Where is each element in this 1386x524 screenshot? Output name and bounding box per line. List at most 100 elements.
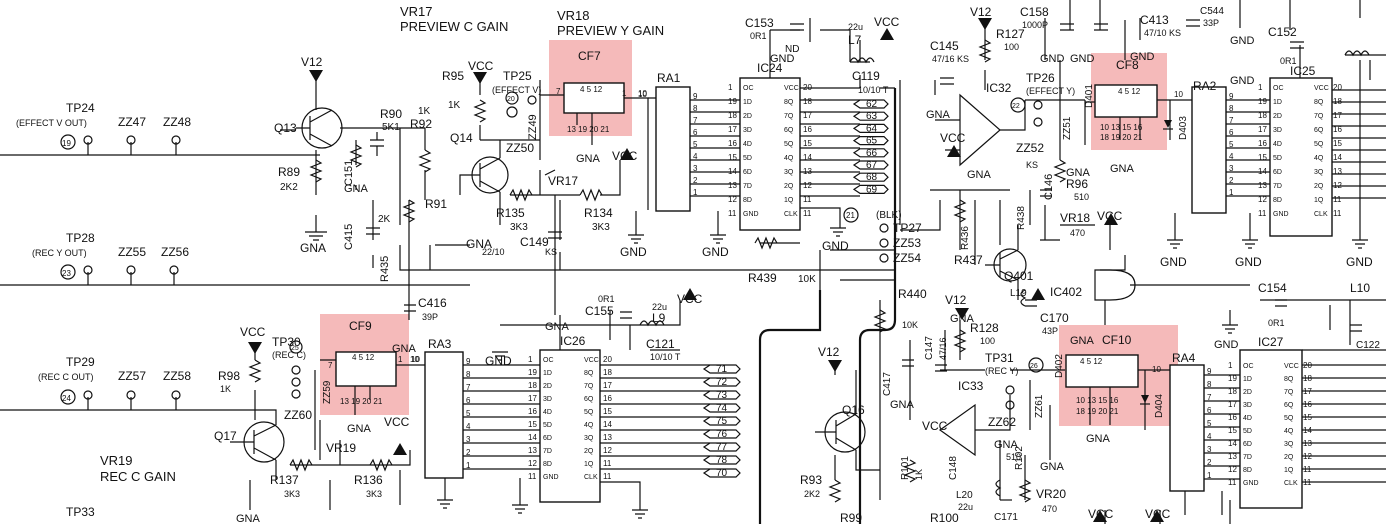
zz52-label: ZZ52 bbox=[1016, 141, 1044, 155]
bus-connector bbox=[702, 468, 741, 478]
bus-label: 67 bbox=[866, 160, 878, 171]
r92-value: 1K bbox=[418, 106, 431, 117]
vcc-label-3: VCC bbox=[874, 15, 900, 29]
ic-pin-number: 14 bbox=[528, 433, 537, 442]
ic-pin-name: 4Q bbox=[1284, 428, 1294, 435]
cf10-pins-bot2: 10 13 15 16 bbox=[1076, 396, 1119, 405]
resistors bbox=[248, 39, 1067, 503]
ic-pin-name: 5D bbox=[1273, 155, 1282, 162]
ic-pin-number: 1 bbox=[1258, 83, 1263, 92]
vcc-label-7: VCC bbox=[384, 415, 410, 429]
ic-pin-number: 18 bbox=[803, 97, 812, 106]
ic-pin-name: 4D bbox=[543, 409, 552, 416]
ic-pin-name: 1Q bbox=[1314, 197, 1324, 204]
ra-pin-number: 3 bbox=[693, 164, 698, 173]
vr19-desc: REC C GAIN bbox=[100, 469, 176, 484]
cf10-pins-bot3: 18 19 20 21 bbox=[1076, 407, 1119, 416]
test-points bbox=[60, 91, 1044, 410]
bus-connector bbox=[702, 390, 741, 400]
gnd-label-13: GND bbox=[485, 354, 512, 368]
tp24-label: TP24 bbox=[66, 101, 95, 115]
vcc-label-10: VCC bbox=[1088, 507, 1114, 521]
ic-pin-number: 15 bbox=[603, 407, 612, 416]
ic-pin-number: 18 bbox=[528, 381, 537, 390]
gnd-label-4: GND bbox=[822, 239, 849, 253]
c413-value: 47/10 KS bbox=[1144, 28, 1181, 38]
ic-pin-name: CLK bbox=[784, 211, 798, 218]
r439-label: R439 bbox=[748, 271, 777, 285]
vcc-label-2: VCC bbox=[612, 149, 638, 163]
vcc-label-6: VCC bbox=[240, 325, 266, 339]
zz48-label: ZZ48 bbox=[163, 115, 191, 129]
ra-out-pin: 10 bbox=[411, 355, 420, 364]
ic-pin-number: 14 bbox=[1258, 167, 1267, 176]
ra3-label: RA3 bbox=[428, 337, 452, 351]
ic-pin-name: 3D bbox=[543, 396, 552, 403]
ic-pin-number: 15 bbox=[1303, 413, 1312, 422]
ic-pin-number: 17 bbox=[528, 394, 537, 403]
ic-pin-name: 2Q bbox=[584, 448, 594, 455]
ra-pin-number: 3 bbox=[1207, 445, 1212, 454]
r93-value: 2K2 bbox=[804, 489, 820, 499]
tp30-desc: (REC C) bbox=[272, 350, 306, 360]
c155-value: 0R1 bbox=[598, 294, 615, 304]
tp29-desc: (REC C OUT) bbox=[38, 372, 94, 382]
ra-pin-number: 4 bbox=[693, 152, 698, 161]
ic-pin-number: 17 bbox=[1258, 125, 1267, 134]
ra-pin-number: 5 bbox=[1229, 140, 1234, 149]
bus-connector bbox=[852, 160, 889, 170]
ic402-label: IC402 bbox=[1050, 285, 1082, 299]
cf7-label: CF7 bbox=[578, 49, 601, 63]
zz61-label: ZZ61 bbox=[1034, 394, 1045, 418]
tcap-label: 22/10 bbox=[482, 247, 505, 257]
ic-pin-name: GND bbox=[743, 211, 759, 218]
gna-label-17: GNA bbox=[1070, 335, 1095, 347]
bus-connector bbox=[702, 364, 741, 374]
tp24-desc: (EFFECT V OUT) bbox=[16, 118, 87, 128]
ic-pin-number: 16 bbox=[1303, 400, 1312, 409]
ic-pin-name: 5D bbox=[543, 422, 552, 429]
gna-label-12: GNA bbox=[545, 321, 570, 333]
c121-label: C121 bbox=[646, 337, 675, 351]
ic-pin-number: 14 bbox=[803, 153, 812, 162]
gna-label-6: GNA bbox=[967, 169, 992, 181]
ic-pin-name: 4Q bbox=[1314, 155, 1324, 162]
bus-connector bbox=[852, 172, 889, 182]
gnd-label-11: GND bbox=[1235, 255, 1262, 269]
tp27-num: 21 bbox=[846, 211, 855, 220]
ic-pin-number: 13 bbox=[803, 167, 812, 176]
ic-pin-name: 7D bbox=[743, 183, 752, 190]
ic-pin-name: 1Q bbox=[1284, 467, 1294, 474]
ic-pin-number: 19 bbox=[1228, 374, 1237, 383]
zz57-label: ZZ57 bbox=[118, 369, 146, 383]
r93-label: R93 bbox=[800, 473, 822, 487]
ic-pin-number: 14 bbox=[1228, 439, 1237, 448]
ra-pin-number: 9 bbox=[466, 357, 471, 366]
ic27-label: IC27 bbox=[1258, 335, 1284, 349]
ic-pin-number: 12 bbox=[1333, 181, 1342, 190]
v12-label-1: V12 bbox=[301, 55, 323, 69]
ra-pin-number: 7 bbox=[1229, 116, 1234, 125]
ic-pin-name: 7D bbox=[1243, 454, 1252, 461]
ic-pin-number: 15 bbox=[728, 153, 737, 162]
c544-value: 33P bbox=[1203, 18, 1219, 28]
c155-label: C155 bbox=[585, 304, 614, 318]
gnd-label-2: GND bbox=[702, 245, 729, 259]
tp29-label: TP29 bbox=[66, 355, 95, 369]
ra-pin-number: 3 bbox=[466, 435, 471, 444]
ic-pin-name: 7Q bbox=[584, 383, 594, 390]
l7-value: 22u bbox=[848, 22, 863, 32]
r437-label: R437 bbox=[954, 253, 983, 267]
c151-label: C151 bbox=[343, 160, 355, 186]
bus-connector bbox=[852, 148, 889, 158]
ic-pin-number: 11 bbox=[803, 195, 812, 204]
bus-connector bbox=[702, 455, 741, 465]
vr17-pot-label: VR17 bbox=[548, 174, 578, 188]
r436-label: R436 bbox=[960, 226, 971, 250]
c121-value: 10/10 T bbox=[650, 352, 681, 362]
gnd-label-14: GND bbox=[1214, 339, 1239, 351]
r95-value: 1K bbox=[448, 100, 461, 111]
r134-value: 3K3 bbox=[592, 222, 610, 233]
ic-pin-name: CLK bbox=[584, 474, 598, 481]
